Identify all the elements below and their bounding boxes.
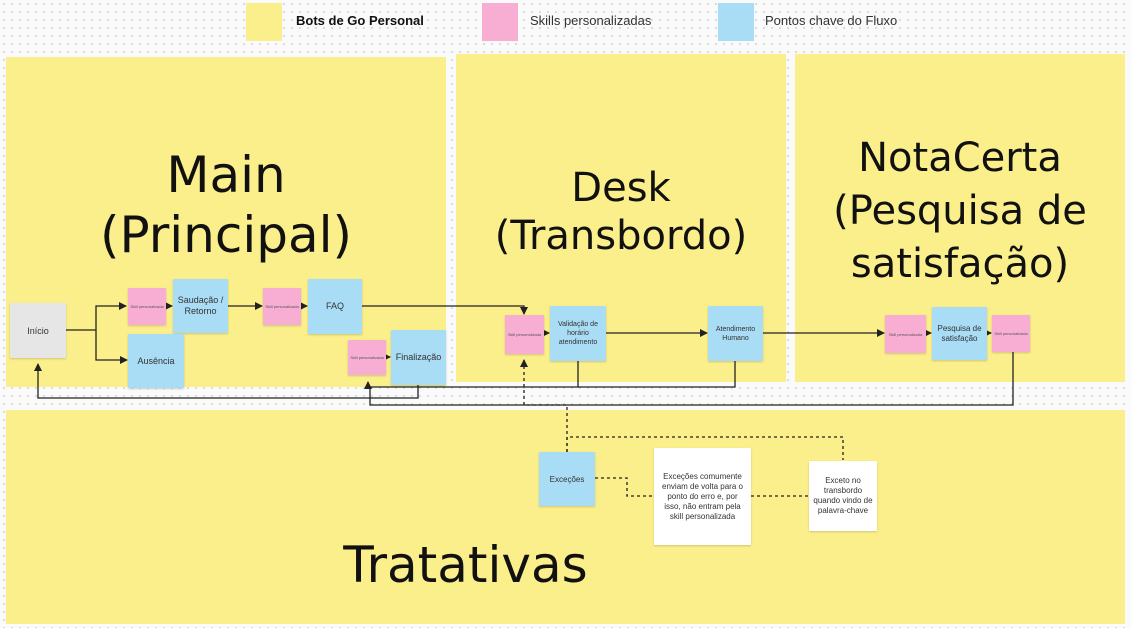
- edge-atendimento-back: [578, 361, 736, 388]
- section-tratativas[interactable]: Tratativas: [6, 410, 1125, 624]
- section-tratativas-title: Tratativas: [343, 536, 588, 594]
- edge-finalizacao-inicio: [34, 363, 419, 399]
- section-notacerta[interactable]: NotaCerta (Pesquisa de satisfação): [795, 54, 1125, 382]
- edge-excecoes-desk: [520, 359, 568, 452]
- edge-validacao-back: [364, 361, 579, 389]
- note-transbordo[interactable]: Exceto no transbordo quando vindo de pal…: [809, 461, 877, 531]
- node-skill-main-2[interactable]: Skill personalizada: [263, 288, 301, 325]
- node-skill-desk[interactable]: Skill personalizada: [505, 315, 544, 354]
- section-notacerta-title-line3: satisfação): [850, 241, 1070, 287]
- section-desk-title-line2: (Transbordo): [494, 213, 748, 259]
- edge-notacerta-back: [369, 352, 1014, 406]
- edge-excecoes-note: [595, 477, 653, 497]
- section-desk[interactable]: Desk (Transbordo): [456, 54, 786, 382]
- section-notacerta-title-line2: (Pesquisa de: [833, 188, 1087, 234]
- section-notacerta-title: NotaCerta (Pesquisa de satisfação): [795, 132, 1125, 291]
- edge-excecoes-split: [566, 436, 844, 460]
- legend-swatch-skills: [482, 3, 518, 41]
- section-main-title-line1: Main: [166, 146, 286, 204]
- section-main-title: Main (Principal): [6, 145, 446, 265]
- edge-split-saudacao: [95, 302, 127, 330]
- node-saudacao[interactable]: Saudação / Retorno: [173, 279, 228, 333]
- edge-faq-desk: [362, 305, 528, 315]
- node-skill-notacerta-1[interactable]: Skill personalizada: [885, 315, 926, 353]
- legend-swatch-bots: [246, 3, 282, 41]
- node-inicio[interactable]: Início: [10, 303, 66, 358]
- node-pesquisa[interactable]: Pesquisa de satisfação: [932, 307, 987, 360]
- node-excecoes[interactable]: Exceções: [539, 452, 595, 506]
- node-skill-main-3[interactable]: Skill personalizada: [348, 340, 386, 375]
- node-atendimento[interactable]: Atendimento Humano: [708, 306, 763, 361]
- legend-label-key-points: Pontos chave do Fluxo: [765, 13, 898, 28]
- section-desk-title-line1: Desk: [571, 165, 671, 211]
- legend-label-bots: Bots de Go Personal: [296, 13, 424, 28]
- section-desk-title: Desk (Transbordo): [456, 164, 786, 260]
- section-main-title-line2: (Principal): [99, 206, 353, 264]
- node-validacao[interactable]: Validação de horário atendimento: [550, 306, 606, 361]
- section-main[interactable]: Main (Principal): [6, 57, 446, 387]
- node-faq[interactable]: FAQ: [308, 279, 362, 334]
- note-excecoes[interactable]: Exceções comumente enviam de volta para …: [654, 448, 751, 545]
- node-skill-main-1[interactable]: Skill personalizada: [128, 288, 166, 325]
- node-finalizacao[interactable]: Finalização: [391, 330, 446, 385]
- legend-label-skills: Skills personalizadas: [530, 13, 652, 28]
- node-skill-notacerta-2[interactable]: Skill personalizada: [992, 315, 1030, 352]
- node-ausencia[interactable]: Ausência: [128, 334, 184, 388]
- edge-split-ausencia: [95, 330, 128, 364]
- legend-swatch-key-points: [718, 3, 754, 41]
- section-notacerta-title-line1: NotaCerta: [858, 135, 1062, 181]
